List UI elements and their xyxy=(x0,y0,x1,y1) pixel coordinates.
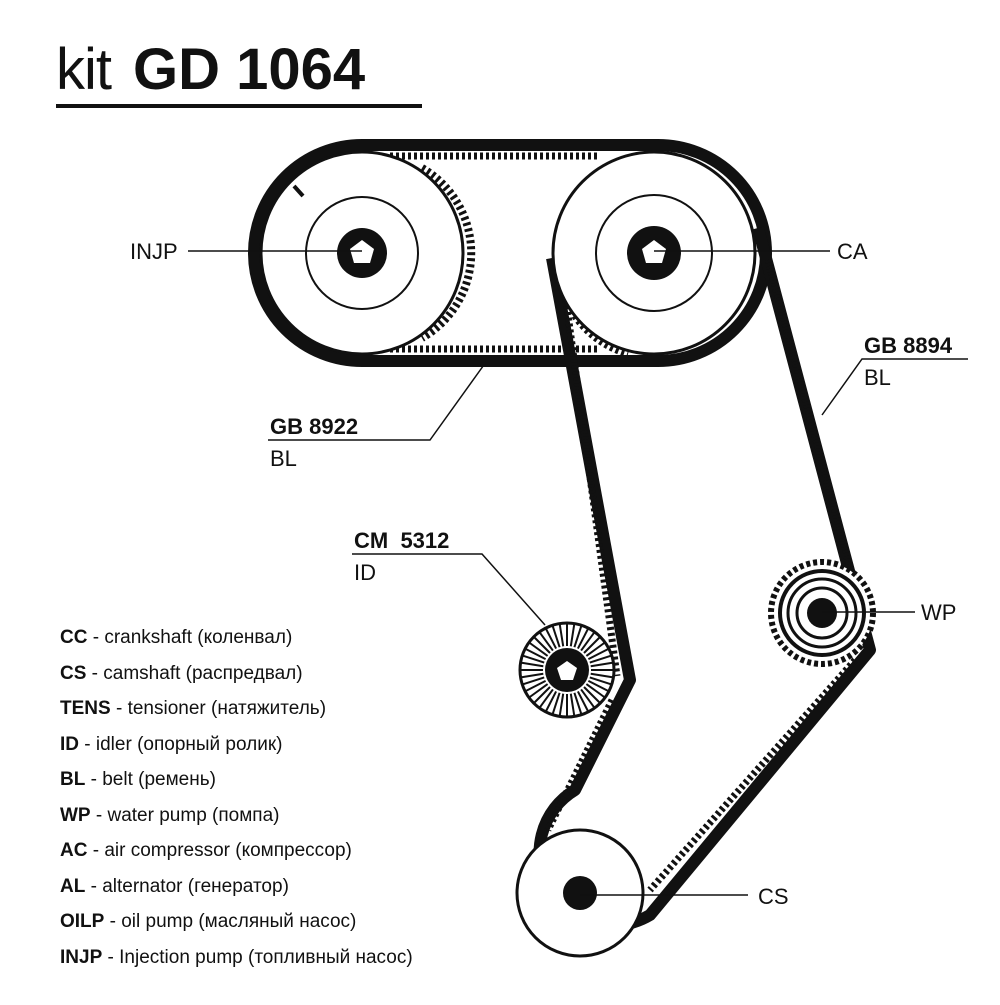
kit-title-prefix: kit xyxy=(56,37,112,102)
idler-spoke xyxy=(580,688,595,708)
legend-item: WP - water pump (помпа) xyxy=(60,798,413,834)
injection-pump-pulley-icon xyxy=(259,150,465,356)
idler-spoke xyxy=(569,693,576,716)
idler-spoke xyxy=(521,661,544,668)
legend-abbr: WP xyxy=(60,804,91,826)
idler-spoke xyxy=(590,672,613,679)
idler-spoke xyxy=(533,686,551,704)
upper-belt-teeth xyxy=(390,152,598,353)
idler-spoke xyxy=(577,628,589,650)
idler-spoke xyxy=(551,692,561,715)
kit-title: kit GD 1064 xyxy=(56,38,365,102)
legend-desc: - camshaft (распредвал) xyxy=(86,662,303,684)
idler-spoke xyxy=(583,686,601,704)
legend-abbr: AC xyxy=(60,840,88,861)
ca-label: CA xyxy=(837,239,868,264)
injp-label: INJP xyxy=(130,239,178,264)
belt2-type-label: BL xyxy=(864,365,891,390)
legend-item: AC - air compressor (компрессор) xyxy=(60,833,413,869)
legend-abbr: CC xyxy=(60,627,88,648)
belt1-leader-line xyxy=(268,361,487,441)
legend-item: OILP - oil pump (масляный насос) xyxy=(60,904,413,940)
legend-abbr: TENS xyxy=(60,698,111,719)
cs-label: CS xyxy=(758,884,789,909)
legend-abbr: BL xyxy=(60,769,86,790)
legend-desc: - alternator (генератор) xyxy=(85,875,289,897)
camshaft-pulley-icon xyxy=(551,150,757,356)
legend-item: AL - alternator (генератор) xyxy=(60,869,413,905)
legend-item: TENS - tensioner (натяжитель) xyxy=(60,691,413,727)
idler-spoke xyxy=(551,625,561,648)
legend-desc: - idler (опорный ролик) xyxy=(79,733,283,755)
idler-spoke xyxy=(525,648,547,660)
legend-abbr: OILP xyxy=(60,911,105,932)
legend-desc: - water pump (помпа) xyxy=(90,804,280,826)
legend-abbr: ID xyxy=(60,733,79,755)
title-underline xyxy=(56,104,422,108)
legend-desc: - Injection pump (топливный насос) xyxy=(102,946,413,968)
idler-spoke xyxy=(539,688,554,708)
crankshaft-pulley-icon xyxy=(515,828,645,958)
idler-spoke xyxy=(522,654,545,664)
idler-type-label: ID xyxy=(354,560,376,585)
legend-item: ID - idler (опорный ролик) xyxy=(60,727,413,763)
idler-spoke xyxy=(590,661,613,668)
legend-desc: - belt (ремень) xyxy=(85,769,216,790)
legend-desc: - oil pump (масляный насос) xyxy=(104,911,357,932)
idler-spoke xyxy=(529,683,549,698)
idler-spoke xyxy=(533,636,551,654)
idler-spoke xyxy=(545,628,557,650)
legend-item: CC - crankshaft (коленвал) xyxy=(60,620,413,656)
legend-desc: - crankshaft (коленвал) xyxy=(87,627,293,648)
idler-spoke xyxy=(558,624,565,647)
idler-spoke xyxy=(583,636,601,654)
belt2-leader-line xyxy=(821,358,968,416)
upper-belt-teeth-arc-left xyxy=(420,164,476,342)
idler-spoke xyxy=(558,693,565,716)
upper-belt xyxy=(248,139,772,367)
belt2-code-label: GB 8894 xyxy=(864,333,953,358)
idler-spoke xyxy=(525,680,547,692)
legend-item: CS - camshaft (распредвал) xyxy=(60,656,413,692)
legend-abbr: CS xyxy=(60,662,87,684)
belt1-code-label: GB 8922 xyxy=(270,414,359,439)
idler-spoke xyxy=(545,690,557,712)
idler-spoke xyxy=(569,624,576,647)
kit-title-code: GD 1064 xyxy=(133,37,366,102)
idler-spoke xyxy=(573,692,583,715)
legend-abbr: AL xyxy=(60,875,86,897)
legend-item: INJP - Injection pump (топливный насос) xyxy=(60,940,413,976)
idler-roller-icon xyxy=(518,621,616,719)
legend: CC - crankshaft (коленвал) CS - camshaft… xyxy=(60,620,413,975)
idler-spoke xyxy=(580,632,595,652)
lower-belt-teeth xyxy=(544,259,860,893)
legend-desc: - tensioner (натяжитель) xyxy=(110,698,327,719)
idler-spoke xyxy=(589,654,612,664)
idler-code-label: CM 5312 xyxy=(354,528,450,553)
idler-leader-line xyxy=(352,553,546,626)
idler-spoke xyxy=(589,676,612,686)
idler-spoke xyxy=(539,632,554,652)
water-pump-pulley-icon xyxy=(768,559,876,667)
legend-desc: - air compressor (компрессор) xyxy=(87,840,352,861)
wp-label: WP xyxy=(921,600,957,625)
legend-item: BL - belt (ремень) xyxy=(60,762,413,798)
idler-spoke xyxy=(529,642,549,657)
belt1-type-label: BL xyxy=(270,446,297,471)
idler-spoke xyxy=(522,676,545,686)
idler-spoke xyxy=(587,680,609,692)
idler-spoke xyxy=(521,672,544,679)
idler-spoke xyxy=(577,690,589,712)
idler-spoke xyxy=(573,625,583,648)
idler-spoke xyxy=(585,683,605,698)
idler-spoke xyxy=(585,642,605,657)
idler-spoke xyxy=(587,648,609,660)
legend-abbr: INJP xyxy=(60,946,103,968)
